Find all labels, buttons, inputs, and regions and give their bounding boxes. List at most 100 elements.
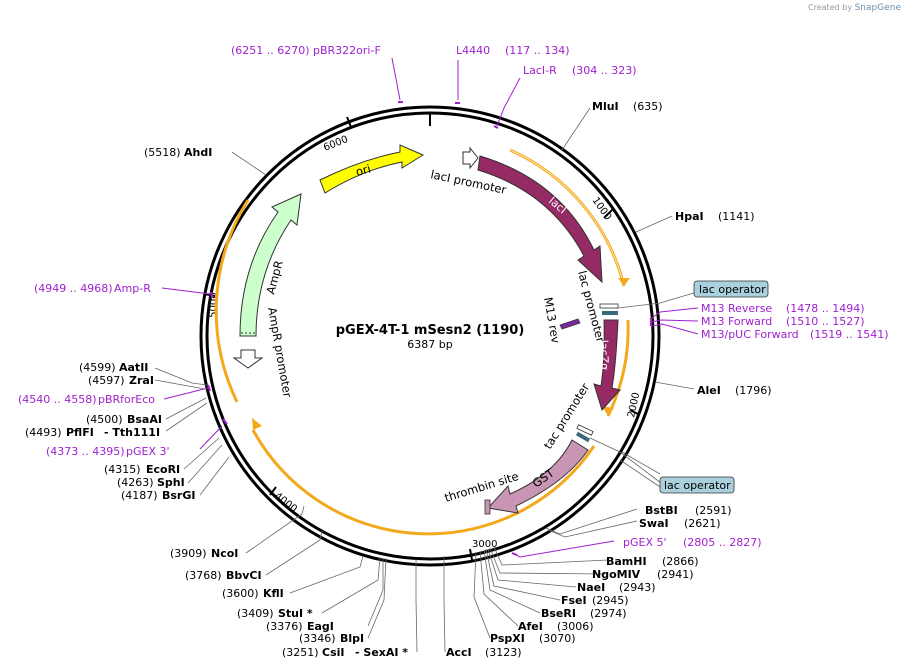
- site-label-ahdi[interactable]: (5518) AhdI: [144, 146, 212, 159]
- site-label-ecori[interactable]: (4315) EcoRI: [104, 463, 180, 476]
- site-name: AfeI: [518, 620, 543, 633]
- site-label-acci[interactable]: AccI (3123): [446, 646, 522, 659]
- site-label-ncoi[interactable]: (3909) NcoI: [170, 547, 238, 560]
- site-pos: (3409): [237, 607, 274, 620]
- backbone-inner: [205, 111, 655, 561]
- site-name: KflI: [263, 587, 284, 600]
- ori-feature[interactable]: ori: [319, 144, 425, 194]
- site-pos: (3600): [222, 587, 259, 600]
- primer-range: (1519 .. 1541): [810, 328, 889, 341]
- site-name: BseRI: [541, 607, 576, 620]
- site-name: NcoI: [211, 547, 238, 560]
- site-label-bamhi[interactable]: BamHI (2866): [606, 555, 699, 568]
- site-pos: (3123): [485, 646, 522, 659]
- site-label-aatii[interactable]: (4599) AatII: [79, 361, 148, 374]
- site-label-bstbi[interactable]: BstBI (2591): [645, 504, 732, 517]
- ori-label: ori: [354, 162, 372, 179]
- site-label-alei[interactable]: AleI (1796): [697, 384, 772, 397]
- lacza-feature[interactable]: lacZα: [593, 319, 621, 411]
- site-name: BsrGI: [162, 489, 195, 502]
- site-label-kfli[interactable]: (3600) KflI: [222, 587, 284, 600]
- site-pos: (2945): [592, 594, 629, 607]
- site-name: HpaI: [675, 210, 704, 223]
- primer-name: M13/pUC Forward: [701, 328, 799, 341]
- site-name: EagI: [307, 620, 334, 633]
- site-pos: (2943): [619, 581, 656, 594]
- plasmid-size: 6387 bp: [407, 338, 452, 351]
- site-pos: (635): [633, 100, 663, 113]
- site-name: SwaI: [639, 517, 669, 530]
- site-pos: (2591): [695, 504, 732, 517]
- primer-label-pbrforeco[interactable]: (4540 .. 4558) pBRforEco: [18, 393, 155, 406]
- site-label-mlui[interactable]: MluI (635): [592, 100, 663, 113]
- primer-range: (1510 .. 1527): [786, 315, 865, 328]
- primer-range: (117 .. 134): [505, 44, 570, 57]
- m13-rev-feature[interactable]: M13 rev: [541, 296, 581, 345]
- site-pos: (3346): [299, 632, 336, 645]
- site-name: PflFI: [66, 426, 94, 439]
- site-pos: (3768): [185, 569, 222, 582]
- site-label-bseri[interactable]: BseRI (2974): [541, 607, 627, 620]
- backbone-outer: [199, 105, 661, 567]
- site-name: AccI: [446, 646, 472, 659]
- site-pos: (2866): [662, 555, 699, 568]
- site-label-zrai[interactable]: (4597) ZraI: [88, 374, 154, 387]
- lac-operator-callout-2[interactable]: lac operator: [589, 437, 735, 494]
- primer-range: (4540 .. 4558): [18, 393, 97, 406]
- site-label-swai[interactable]: SwaI (2621): [639, 517, 721, 530]
- site-pos: (1796): [735, 384, 772, 397]
- primer-label-l4440[interactable]: L4440 (117 .. 134): [456, 44, 570, 57]
- site-name: PspXI: [490, 632, 525, 645]
- tick-5000: 5000: [208, 292, 220, 318]
- site-pos: (3251): [282, 646, 319, 659]
- site-label-csii[interactable]: (3251) CsiI - SexAI *: [282, 646, 408, 659]
- site-label-ngomiv[interactable]: NgoMIV (2941): [592, 568, 694, 581]
- lacza-label: lacZα: [597, 340, 611, 371]
- primer-label-pgex3[interactable]: (4373 .. 4395) pGEX 3': [46, 445, 170, 458]
- primer-name: M13 Forward: [701, 315, 772, 328]
- site-label-naei[interactable]: NaeI (2943): [577, 581, 656, 594]
- site-label-bsaai[interactable]: (4500) BsaAI: [86, 413, 162, 426]
- primer-range: (6251 .. 6270): [231, 44, 310, 57]
- site-pos: (2941): [657, 568, 694, 581]
- site-pos: (5518): [144, 146, 181, 159]
- site-name: AhdI: [184, 146, 212, 159]
- primer-label-pgex5[interactable]: pGEX 5' (2805 .. 2827): [623, 536, 762, 549]
- primer-label-ampr[interactable]: (4949 .. 4968) Amp-R: [34, 282, 151, 295]
- site-label-bbvci[interactable]: (3768) BbvCI: [185, 569, 262, 582]
- site-name: BstBI: [645, 504, 678, 517]
- site-label-stui[interactable]: (3409) StuI *: [237, 607, 313, 620]
- site-pos: (3909): [170, 547, 207, 560]
- tick-4000: 4000: [272, 491, 299, 515]
- site-label-blpi[interactable]: (3346) BlpI: [299, 632, 364, 645]
- primer-label-m13puc[interactable]: M13/pUC Forward (1519 .. 1541): [701, 328, 889, 341]
- tick-2000: 2000: [626, 391, 642, 418]
- site-label-pspxi[interactable]: PspXI (3070): [490, 632, 576, 645]
- site-label-fsei[interactable]: FseI (2945): [561, 594, 629, 607]
- lac-operator-label-2: lac operator: [664, 479, 731, 492]
- site-label-bsrgi[interactable]: (4187) BsrGI: [121, 489, 195, 502]
- primer-label-m13forward[interactable]: M13 Forward (1510 .. 1527): [701, 315, 865, 328]
- primer-name: pBR322ori-F: [313, 44, 381, 57]
- orf-arcs: [214, 148, 630, 536]
- site-label-pflfi[interactable]: (4493) PflFI - Tth111I: [25, 426, 160, 439]
- lac-operator-callout-1[interactable]: lac operator: [617, 280, 769, 309]
- primer-label-pbr322ori[interactable]: (6251 .. 6270) pBR322ori-F: [231, 44, 381, 57]
- site-pos: (4263): [117, 476, 154, 489]
- site-pos: (2621): [684, 517, 721, 530]
- site-label-afei[interactable]: AfeI (3006): [518, 620, 594, 633]
- primer-label-m13reverse[interactable]: M13 Reverse (1478 .. 1494): [701, 302, 865, 315]
- tac-promoter-feature[interactable]: tac promoter: [541, 380, 594, 452]
- site-name: CsiI: [322, 646, 344, 659]
- site-name: BsaAI: [127, 413, 162, 426]
- site-label-hpai[interactable]: HpaI (1141): [675, 210, 755, 223]
- site-name: NgoMIV: [592, 568, 641, 581]
- site-pos: (3376): [266, 620, 303, 633]
- site-label-eagi[interactable]: (3376) EagI: [266, 620, 334, 633]
- primer-label-lacir[interactable]: LacI-R (304 .. 323): [523, 64, 637, 77]
- site-label-sphi[interactable]: (4263) SphI: [117, 476, 185, 489]
- site-pos: (3070): [539, 632, 576, 645]
- primer-name: M13 Reverse: [701, 302, 772, 315]
- site-name: BamHI: [606, 555, 647, 568]
